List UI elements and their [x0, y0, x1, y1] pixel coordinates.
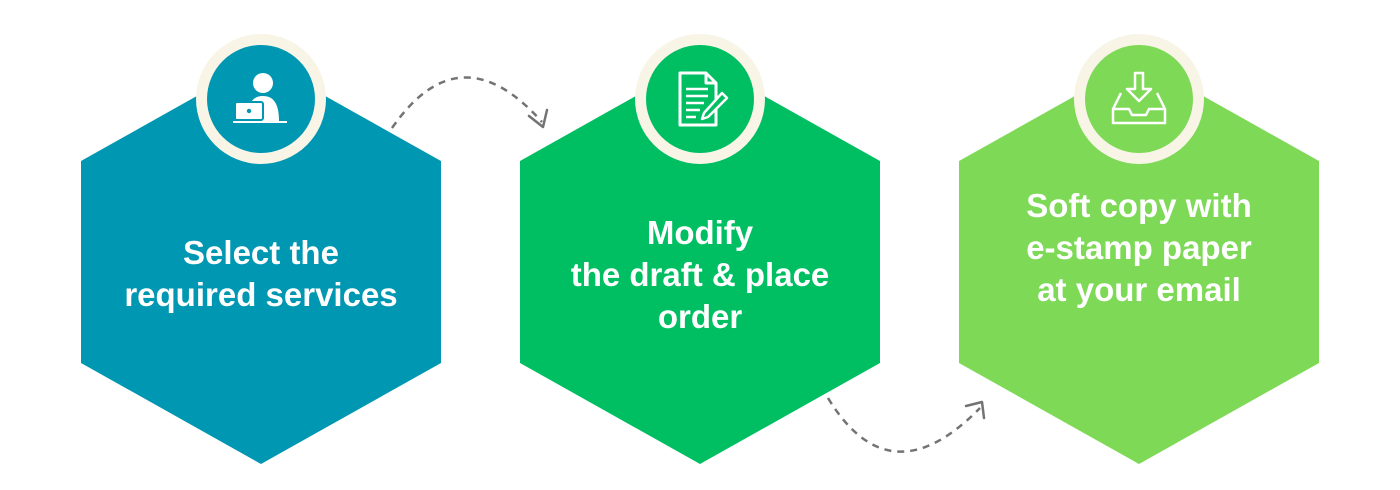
inbox-download-icon — [1111, 71, 1167, 125]
step-2-label: Modify the draft & place order — [570, 214, 830, 336]
person-laptop-icon — [233, 73, 287, 123]
document-edit-icon — [678, 71, 729, 127]
step-3: Soft copy with e-stamp paper at your ema… — [959, 0, 1319, 490]
step-1-label: Select the required services — [124, 234, 398, 314]
step-3-badge — [1074, 34, 1204, 164]
step-3-label: Soft copy with e-stamp paper at your ema… — [1026, 187, 1252, 309]
step-1: Select the required services — [81, 0, 441, 490]
step-2: Modify the draft & place order — [520, 0, 880, 490]
step-1-badge — [196, 34, 326, 164]
step-2-badge — [635, 34, 765, 164]
